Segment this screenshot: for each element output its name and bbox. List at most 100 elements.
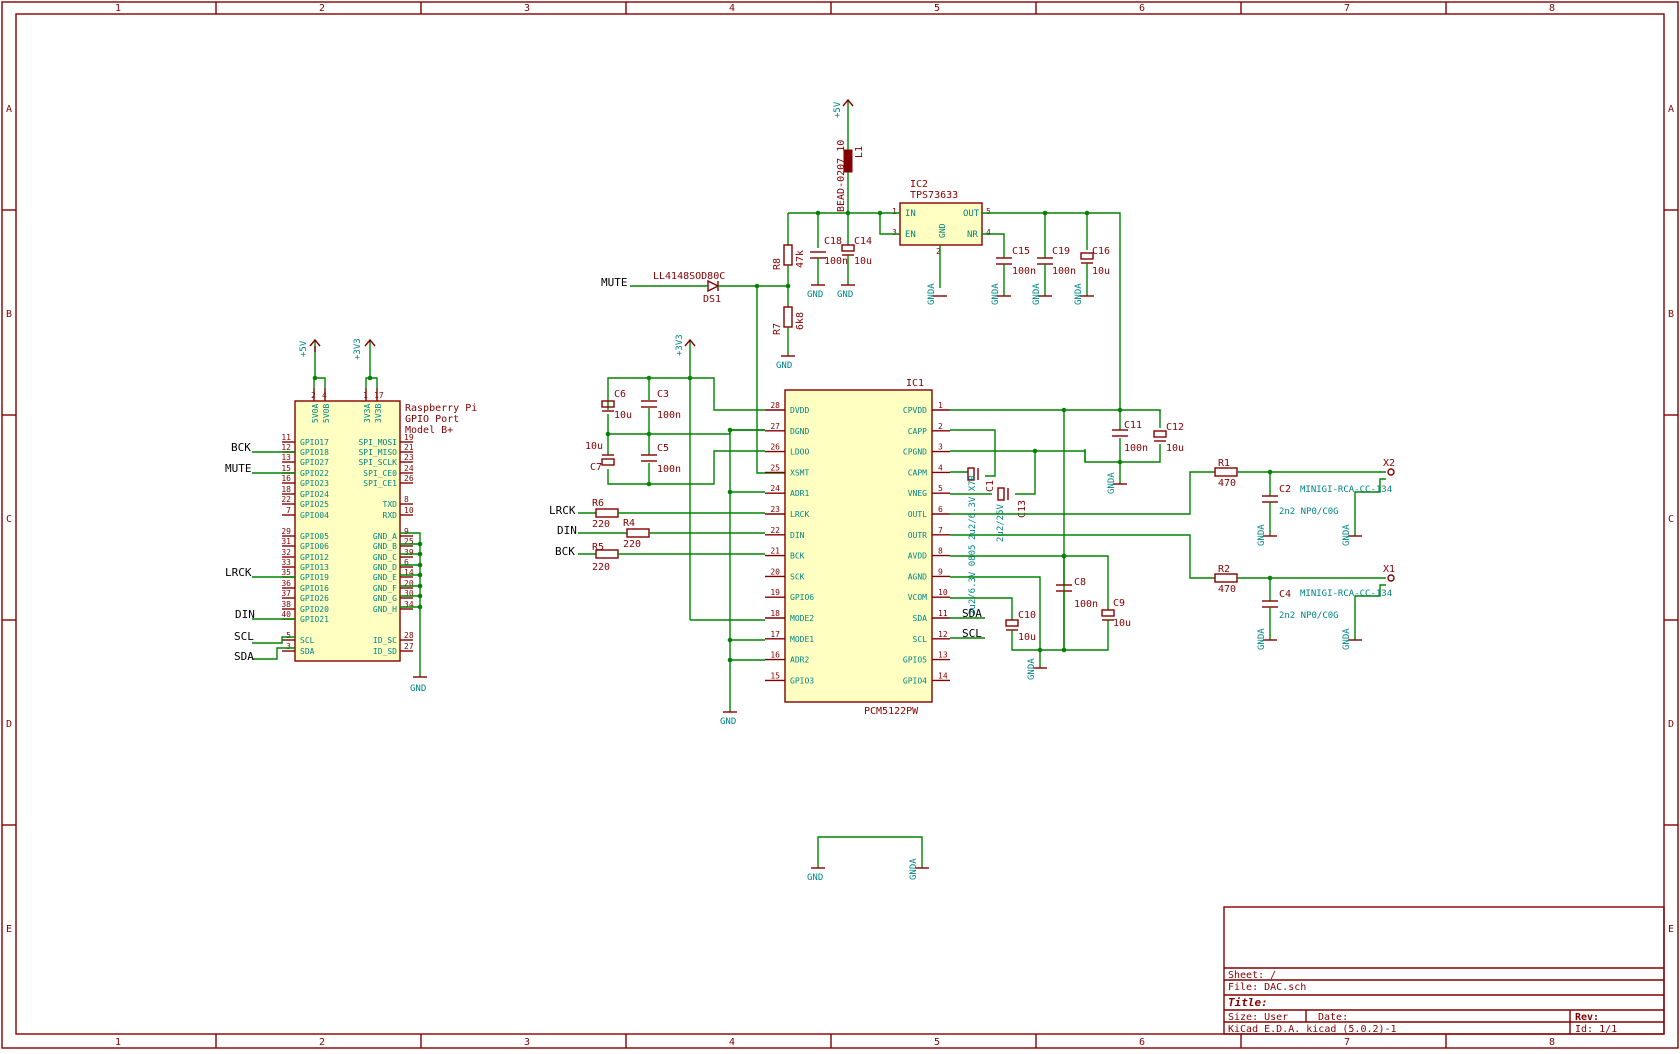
- resistor-r2[interactable]: R2 470: [1214, 564, 1238, 595]
- pin-number: 18: [281, 485, 291, 494]
- pin-number: 5: [938, 484, 943, 493]
- power-label: GND: [807, 290, 823, 300]
- value-label: 47k: [795, 250, 806, 268]
- pin-name: GPIO5: [903, 656, 927, 665]
- rca-connector-x2[interactable]: X2 MINIGI-RCA-CC-134: [1300, 458, 1395, 537]
- capacitor-c12[interactable]: C12 10u: [1153, 422, 1184, 454]
- pin-number: 10: [938, 588, 948, 597]
- regulator-ic2[interactable]: IC2 TPS73633 IN EN GND OUT NR 1 3 2 5 4: [892, 179, 991, 256]
- net-label-sda: SDA: [962, 607, 982, 620]
- pin-name: SPI_SCLK: [358, 458, 397, 467]
- ferrite-bead-l1[interactable]: +5V L1 BEAD-0207_10: [833, 98, 865, 212]
- pin-number: 27: [770, 422, 780, 431]
- rpi-gnd-symbol: GND: [410, 676, 427, 694]
- pin-name: DGND: [790, 427, 809, 436]
- id-label: Id: 1/1: [1575, 1024, 1617, 1035]
- pin-number: 3: [286, 642, 291, 651]
- value-label: 2n2 NP0/C0G: [1279, 507, 1339, 517]
- row-label: A: [1668, 104, 1674, 115]
- rca-connector-x1[interactable]: X1 MINIGI-RCA-CC-134: [1300, 564, 1395, 641]
- pin-number: 3: [892, 228, 897, 237]
- pin-number: 24: [404, 464, 414, 473]
- power-label: GNDA: [1032, 283, 1042, 305]
- value-label: 470: [1218, 478, 1236, 489]
- pin-name: 3V3A: [363, 404, 372, 423]
- capacitor-c5[interactable]: C5 100n: [641, 443, 681, 475]
- resistor-r7[interactable]: R7 6k8: [772, 306, 806, 335]
- pin-name: SPI_MOSI: [358, 438, 397, 447]
- ref-label: DS1: [703, 294, 721, 305]
- ref-label: R5: [592, 542, 604, 553]
- capacitor-c10[interactable]: C10 10u: [1005, 610, 1036, 643]
- capacitor-c6[interactable]: C6 10u: [601, 389, 632, 421]
- pin-number: 34: [404, 600, 414, 609]
- pin-number: 19: [404, 433, 414, 442]
- pin-number: 31: [281, 537, 291, 546]
- capacitor-c15[interactable]: C15 100n: [996, 246, 1036, 277]
- ref-label: C18: [824, 236, 842, 247]
- pin-name: GPIO19: [300, 573, 329, 582]
- size-label: Size: User: [1228, 1012, 1288, 1023]
- pin-number: 9: [938, 567, 943, 576]
- power-3v3-ic1: +3V3: [675, 334, 696, 620]
- net-label-din: DIN: [235, 608, 255, 621]
- pin-number: 2: [938, 422, 943, 431]
- value-label: 100n: [657, 410, 681, 421]
- pin-name: BCK: [790, 552, 805, 561]
- title-block: Sheet: / File: DAC.sch Title: Size: User…: [1223, 906, 1665, 1035]
- pin-name: GPIO17: [300, 438, 329, 447]
- pin-number: 23: [404, 453, 414, 462]
- capacitor-c3[interactable]: C3 100n: [641, 389, 681, 421]
- capacitor-c11[interactable]: C11 100n: [1112, 420, 1148, 454]
- pin-number: 26: [770, 443, 780, 452]
- resistor-r6[interactable]: [595, 508, 619, 518]
- capacitor-c19[interactable]: C19 100n: [1037, 246, 1076, 277]
- power-label: GND: [720, 717, 736, 727]
- power-label: +5V: [833, 101, 843, 118]
- pin-number: 23: [770, 505, 780, 514]
- dac-ic1[interactable]: IC1 PCM5122PW DVDD28DGND27LDOO26XSMT25AD…: [765, 378, 950, 717]
- value-label: 2n2 NP0/C0G: [1279, 611, 1339, 621]
- pin-name: DVDD: [790, 406, 809, 415]
- pin-number: 29: [281, 527, 291, 536]
- diode-d1[interactable]: LL4148SOD80C DS1: [653, 271, 725, 305]
- col-label: 8: [1549, 1037, 1555, 1048]
- capacitor-c9[interactable]: C9 10u: [1101, 598, 1131, 629]
- ref-label: C12: [1166, 422, 1184, 433]
- pin-number: 12: [938, 630, 948, 639]
- rpi-gpio-header[interactable]: Raspberry Pi GPIO Port Model B+ GPIO1711…: [225, 338, 477, 694]
- pin-number: 13: [938, 651, 948, 660]
- pin-name: SPI_CE0: [363, 469, 397, 478]
- pin-name: SCL: [913, 635, 928, 644]
- col-label: 7: [1344, 3, 1350, 14]
- pin-name: GPIO16: [300, 584, 329, 593]
- pin-name: CPVDD: [903, 406, 927, 415]
- power-label: +5V: [299, 340, 309, 357]
- resistor-r1[interactable]: R1 470: [1214, 458, 1238, 489]
- capacitor-c7[interactable]: 10u C7: [585, 441, 615, 473]
- pin-number: 4: [986, 228, 991, 237]
- ref-label: C11: [1124, 420, 1142, 431]
- net-label-sda: SDA: [234, 650, 254, 663]
- capacitor-c1[interactable]: C1: [967, 467, 996, 492]
- resistor-r8[interactable]: R8 47k: [772, 244, 806, 270]
- col-label: 7: [1344, 1037, 1350, 1048]
- pin-name: GPIO04: [300, 511, 329, 520]
- capacitor-c13[interactable]: C13: [997, 487, 1028, 518]
- pin-name: NR: [967, 230, 978, 240]
- capacitor-c16[interactable]: C16 10u: [1080, 246, 1110, 277]
- pin-name: GND_C: [373, 553, 397, 562]
- pin-number: 30: [404, 589, 414, 598]
- pin-name: GPIO24: [300, 490, 329, 499]
- pin-name: 5V0B: [322, 404, 331, 423]
- pin-name: GPIO05: [300, 532, 329, 541]
- pin-number: 26: [404, 474, 414, 483]
- power-label: GNDA: [1342, 524, 1352, 546]
- pin-number: 2: [311, 391, 316, 400]
- capacitor-c8[interactable]: C8 100n: [1056, 577, 1098, 610]
- pin-name: GND_D: [373, 563, 397, 572]
- net-label-mute: MUTE: [225, 462, 252, 475]
- value-label: 10u: [1018, 632, 1036, 643]
- resistor-r4[interactable]: [626, 528, 650, 538]
